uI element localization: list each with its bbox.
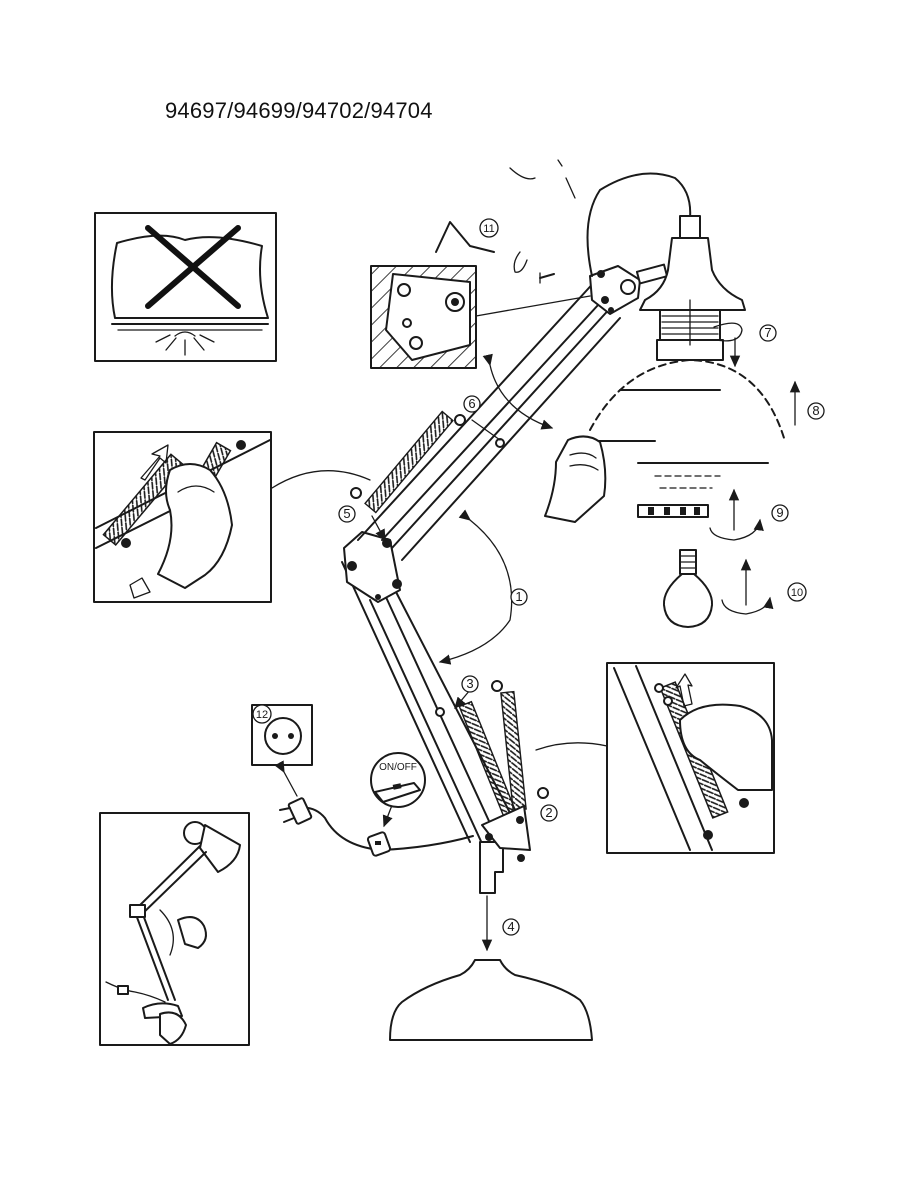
prohibited-x-icon (145, 225, 241, 309)
wrench-icon (435, 221, 495, 253)
svg-text:3: 3 (466, 676, 473, 691)
svg-text:2: 2 (545, 805, 552, 820)
svg-text:8: 8 (812, 403, 819, 418)
svg-text:9: 9 (776, 505, 783, 520)
usage-inset (99, 812, 250, 1046)
joint-detail-inset (370, 265, 591, 369)
on-off-switch-icon (370, 752, 426, 828)
step-3-callout: 3 (461, 675, 479, 693)
step-8-callout: 8 (807, 402, 825, 420)
step-12-callout: 12 (252, 704, 272, 724)
middle-spring-inset (93, 431, 371, 603)
warning-inset (94, 212, 277, 362)
lamp-main-illustration (279, 159, 801, 1041)
lower-spring-inset (535, 662, 775, 854)
svg-text:10: 10 (791, 587, 803, 599)
step-11-callout: 11 (479, 218, 499, 238)
svg-text:12: 12 (256, 709, 268, 721)
step-1-callout: 1 (510, 588, 528, 606)
step-10-callout: 10 (787, 582, 807, 602)
step-9-callout: 9 (771, 504, 789, 522)
step-5-callout: 5 (338, 505, 356, 523)
plug-icon (279, 797, 313, 825)
light-bulb-icon (662, 549, 714, 628)
svg-text:4: 4 (507, 919, 514, 934)
wall-socket-inset (251, 704, 313, 797)
on-off-label: ON/OFF (379, 762, 417, 773)
step-4-callout: 4 (502, 918, 520, 936)
step-6-callout: 6 (463, 395, 481, 413)
step-7-callout: 7 (759, 324, 777, 342)
svg-text:1: 1 (515, 589, 522, 604)
step-callouts: 1 2 3 4 5 6 7 8 9 10 11 12 (252, 218, 825, 936)
model-numbers: 94697/94699/94702/94704 (165, 98, 433, 123)
svg-text:5: 5 (343, 506, 350, 521)
svg-text:11: 11 (483, 223, 494, 235)
svg-text:6: 6 (468, 396, 475, 411)
step-2-callout: 2 (540, 804, 558, 822)
svg-text:7: 7 (764, 325, 771, 340)
